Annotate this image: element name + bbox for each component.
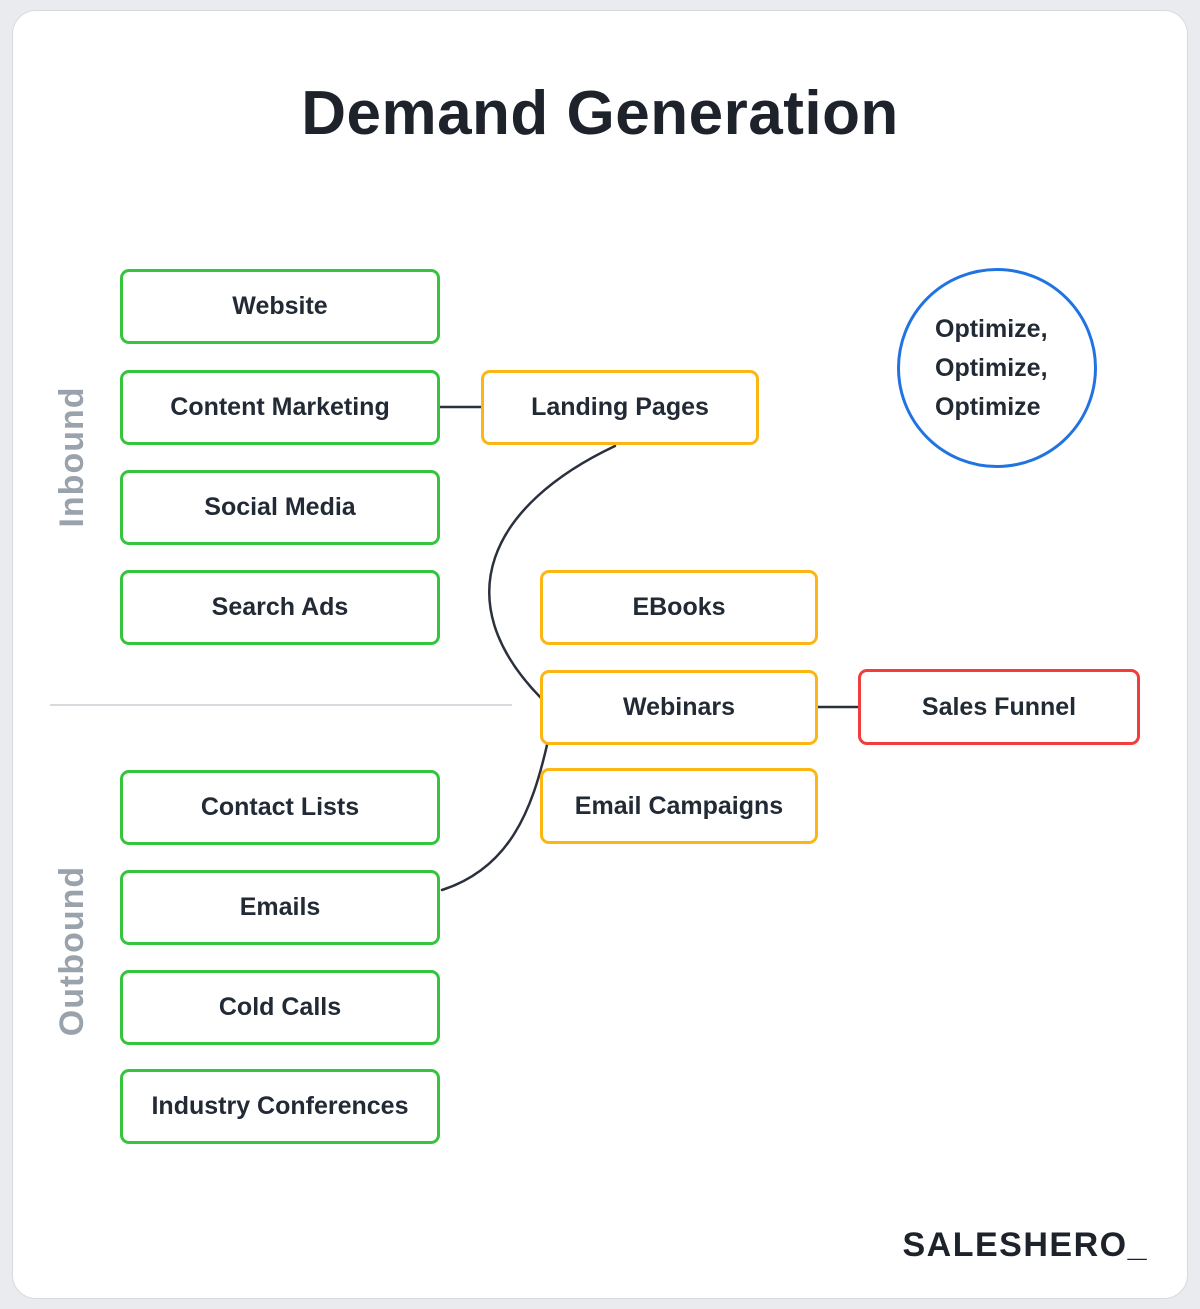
node-search-ads: Search Ads [120,570,440,645]
node-label: Social Media [204,493,356,521]
node-label: Content Marketing [170,393,390,421]
node-industry-conferences: Industry Conferences [120,1069,440,1144]
node-social-media: Social Media [120,470,440,545]
node-label: Website [232,292,328,320]
node-website: Website [120,269,440,344]
node-label: Cold Calls [218,993,342,1021]
optimize-circle: Optimize, Optimize, Optimize [897,268,1097,468]
node-label: Webinars [622,693,736,721]
inbound-outbound-divider [50,704,512,706]
optimize-line-3: Optimize [935,392,1041,421]
node-label: Contact Lists [200,793,360,821]
node-label: Emails [239,893,321,921]
node-label: EBooks [632,593,726,621]
edge-emails-webinars [440,743,549,892]
outbound-group-label: Outbound [52,865,91,1037]
page-title: Demand Generation [301,79,899,148]
optimize-line-1: Optimize, [935,314,1048,343]
node-ebooks: EBooks [540,570,818,645]
node-webinars: Webinars [540,670,818,745]
node-label: Sales Funnel [921,692,1077,721]
optimize-line-2: Optimize, [935,353,1048,382]
node-content-marketing: Content Marketing [120,370,440,445]
node-email-campaigns: Email Campaigns [540,768,818,844]
node-sales-funnel: Sales Funnel [858,669,1140,745]
node-label: Industry Conferences [151,1092,409,1120]
inbound-group-label: Inbound [52,386,91,528]
node-contact-lists: Contact Lists [120,770,440,845]
node-label: Email Campaigns [574,791,784,820]
node-label: Search Ads [211,593,349,621]
node-cold-calls: Cold Calls [120,970,440,1045]
node-emails: Emails [120,870,440,945]
node-label: Landing Pages [531,393,709,421]
saleshero-logo: SALESHERO_ [902,1226,1148,1264]
node-landing-pages: Landing Pages [481,370,759,445]
